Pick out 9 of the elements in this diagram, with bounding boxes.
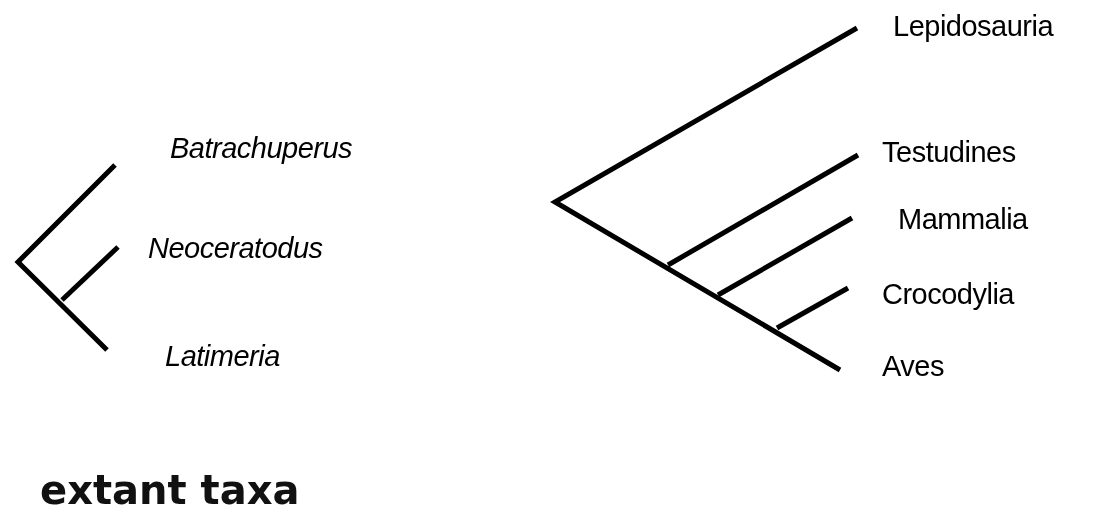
taxon-label: Latimeria	[165, 339, 280, 374]
taxon-label: Testudines	[882, 135, 1016, 170]
caption: extant taxa	[40, 466, 300, 512]
taxon-label: Batrachuperus	[170, 131, 353, 166]
taxon-label: Neoceratodus	[148, 231, 323, 266]
taxon-label: Aves	[882, 349, 944, 384]
taxon-label: Crocodylia	[882, 277, 1014, 312]
taxon-label: Mammalia	[898, 202, 1028, 237]
taxon-label: Lepidosauria	[893, 9, 1054, 44]
